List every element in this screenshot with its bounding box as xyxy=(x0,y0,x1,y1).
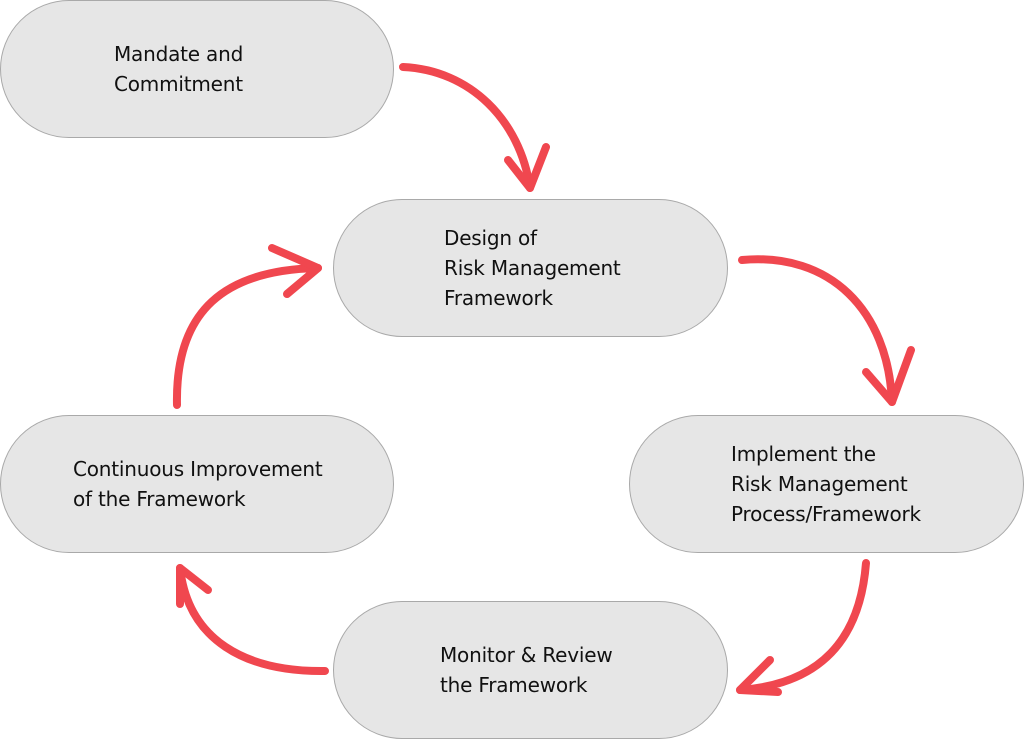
node-design-risk-management-framework: Design of Risk Management Framework xyxy=(333,199,728,337)
arrow-monitor-to-continuous xyxy=(176,564,329,676)
node-label-mandate: Mandate and Commitment xyxy=(114,42,244,96)
node-label-implement: Implement the Risk Management Process/Fr… xyxy=(731,442,921,526)
node-mandate-and-commitment: Mandate and Commitment xyxy=(0,0,394,138)
arrow-mandate-to-design xyxy=(399,63,550,192)
arrow-design-to-implement xyxy=(738,255,915,406)
node-monitor-review-framework: Monitor & Review the Framework xyxy=(333,601,728,739)
arrow-continuous-to-design xyxy=(172,244,322,409)
arrow-implement-to-monitor xyxy=(736,559,870,696)
node-continuous-improvement: Continuous Improvement of the Framework xyxy=(0,415,394,553)
node-label-continuous: Continuous Improvement of the Framework xyxy=(73,457,323,511)
node-implement-risk-management-process: Implement the Risk Management Process/Fr… xyxy=(629,415,1024,553)
node-label-design: Design of Risk Management Framework xyxy=(444,226,621,310)
node-label-monitor: Monitor & Review the Framework xyxy=(440,643,613,697)
